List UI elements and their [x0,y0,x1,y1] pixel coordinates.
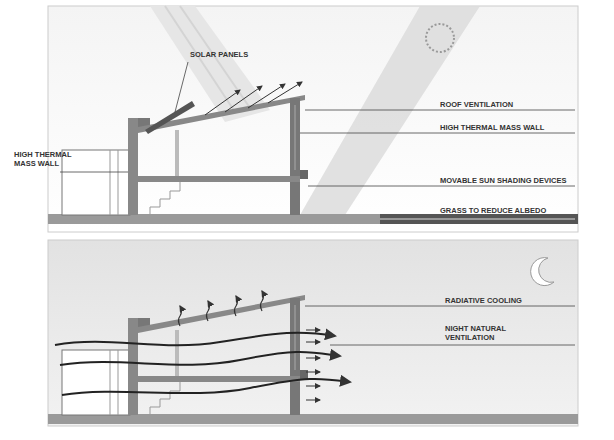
component-label: HIGH THERMAL MASS WALL [14,150,78,168]
component-label: HIGH THERMAL MASS WALL [440,123,570,132]
component-label: SOLAR PANELS [190,50,280,59]
component-label: GRASS TO REDUCE ALBEDO [440,206,574,215]
strategy-label: NIGHT NATURAL VENTILATION [445,324,535,342]
component-label: ROOF VENTILATION [440,100,570,109]
component-label: MOVABLE SUN SHADING DEVICES [440,176,574,185]
strategy-label: RADIATIVE COOLING [445,296,573,305]
